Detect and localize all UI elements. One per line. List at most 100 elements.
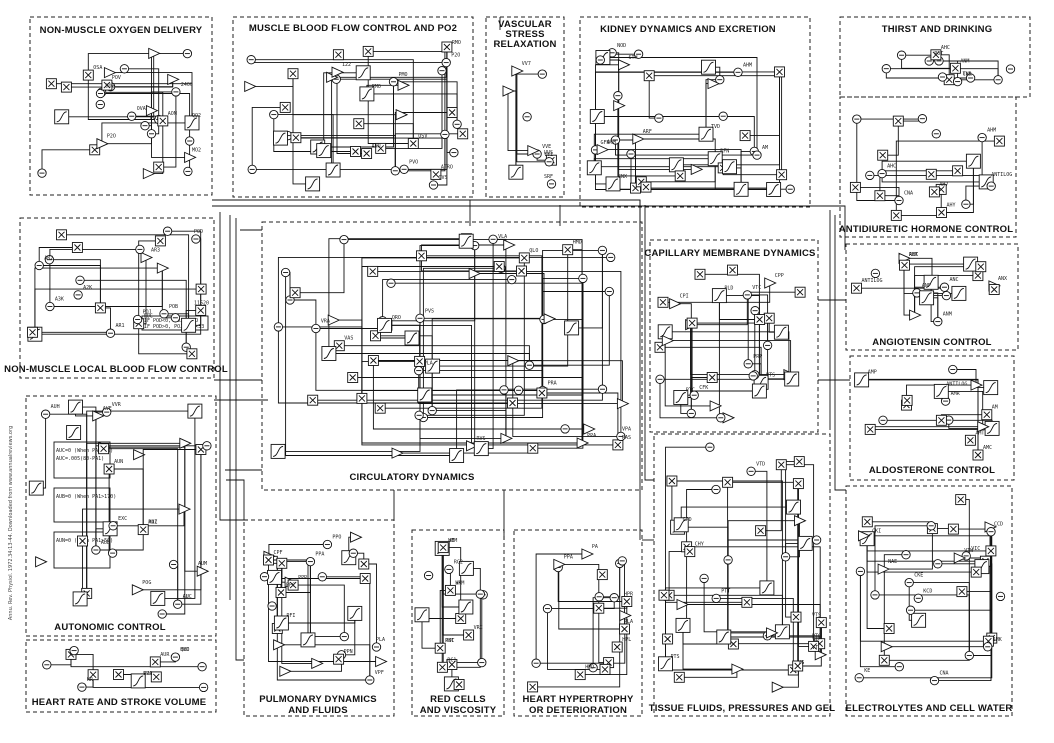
block-label-circulatory-8: QLO: [529, 248, 538, 254]
title-aldosterone: ALDOSTERONE CONTROL: [869, 465, 995, 476]
block-label-tissue-9: PTT: [721, 588, 730, 594]
integrator-oxygen-7: [97, 139, 108, 149]
block-label-capillary-6: CPI: [680, 294, 689, 300]
wire-circulatory-6: [362, 361, 420, 398]
integrator-kidney-0: [614, 101, 625, 111]
wire-autonomic-13: [36, 414, 45, 488]
title-red-cells-1: RED CELLS: [430, 694, 486, 705]
integrator-local-7: [141, 253, 152, 263]
wire-electrolytes-4: [867, 539, 889, 629]
block-label-local-1: AR2: [44, 256, 53, 262]
block-label-pulmonary-6: VPF: [375, 670, 384, 676]
block-label-muscle-5: PVO: [409, 159, 418, 165]
title-electrolytes: ELECTROLYTES AND CELL WATER: [846, 703, 1013, 714]
block-label-kidney-2: RFN: [720, 149, 729, 155]
block-label-electrolytes-0: CKI: [872, 529, 881, 535]
block-label-tissue-4: VG: [798, 660, 804, 666]
wire-electrolytes-16: [961, 500, 970, 656]
block-label-tissue-2: PTS: [671, 654, 680, 660]
block-label-circulatory-9: QRO: [392, 315, 401, 321]
block-label-tissue-8: VTD: [756, 461, 765, 467]
block-label-muscle-9: ANU: [372, 144, 381, 150]
title-hypertrophy-2: OR DETERIORATION: [529, 705, 627, 716]
block-label-adh-1: AHC: [887, 164, 896, 170]
block-label-kidney-1: AHM: [743, 62, 752, 68]
trunk-wire-4: [236, 218, 244, 660]
block-label-heart-3: AUR: [160, 652, 170, 658]
block-label-pulmonary-3: PPO: [332, 535, 341, 541]
wire-tissue-39: [786, 557, 796, 617]
block-label-pulmonary-2: PPC: [286, 583, 295, 589]
wire-circulatory-58: [533, 278, 583, 448]
integrator-pulmonary-28: [274, 640, 285, 650]
block-label-circulatory-2: PVS: [425, 308, 434, 314]
block-label-electrolytes-1: CCD: [994, 522, 1003, 528]
block-label-vascular-2: VV1: [544, 152, 553, 158]
block-label-angiotensin-5: ANTILOG: [862, 278, 883, 284]
wire-autonomic-4: [143, 450, 201, 530]
wire-muscle-24: [293, 74, 313, 184]
block-label-oxygen-9: POV: [112, 75, 121, 81]
block-label-heart-2: HR: [87, 677, 94, 683]
wire-capillary-18: [665, 332, 789, 375]
trunk-wire-8: [835, 215, 846, 490]
integrator-angiotensin-3: [910, 310, 921, 320]
wire-electrolytes-25: [867, 522, 932, 529]
block-label-kidney-7: CNX: [618, 174, 627, 180]
title-pulmonary-2: AND FLUIDS: [288, 705, 348, 716]
block-label-autonomic-7: EXC: [118, 516, 127, 522]
wire-oxygen-21: [159, 92, 176, 167]
block-label-thirst-3: ANM: [960, 58, 969, 64]
block-label-redcells-3: VRC: [474, 625, 483, 631]
integrator-vascular-5: [503, 86, 514, 96]
title-non-muscle-oxygen: NON-MUSCLE OXYGEN DELIVERY: [40, 25, 203, 36]
integrator-autonomic-29: [36, 557, 47, 567]
integrator-circulatory-12: [501, 433, 512, 443]
integrator-capillary-10: [765, 278, 776, 288]
wire-circulatory-11: [362, 398, 618, 445]
wire-hypertrophy-6: [536, 616, 625, 664]
wire-kidney-13: [745, 72, 779, 136]
block-label-angiotensin-6: ANT: [909, 252, 918, 258]
integrator-kidney-28: [619, 60, 630, 70]
wire-pulmonary-27: [322, 577, 370, 680]
wire-circulatory-10: [543, 292, 610, 391]
wire-circulatory-50: [295, 240, 344, 293]
title-pulmonary-1: PULMONARY DYNAMICS: [259, 694, 377, 705]
block-label-kidney-5: ARF: [643, 129, 652, 135]
integrator-autonomic-16: [197, 566, 208, 576]
integrator-kidney-23: [691, 164, 702, 174]
wire-muscle-39: [296, 82, 394, 138]
integrator-tissue-12: [795, 516, 806, 526]
title-capillary: CAPILLARY MEMBRANE DYNAMICS: [644, 248, 815, 259]
block-label-circulatory-7: PPA: [587, 433, 596, 439]
integrator-oxygen-26: [143, 169, 154, 179]
title-vascular-3: RELAXATION: [493, 39, 556, 50]
block-label-angiotensin-3: ANP: [922, 283, 931, 289]
wire-circulatory-68: [572, 250, 603, 328]
wire-oxygen-11: [152, 134, 190, 158]
block-label-circulatory-6: RVS: [477, 436, 486, 442]
block-label-electrolytes-7: CKE: [914, 573, 923, 579]
wire-circulatory-37: [383, 280, 512, 321]
block-label-oxygen-4: POT: [150, 116, 159, 122]
block-label-angiotensin-1: ANM: [943, 312, 952, 318]
block-label-capillary-1: VTC: [752, 285, 761, 291]
wire-capillary-9: [692, 323, 768, 345]
block-label-circulatory-4: VAS: [344, 336, 353, 342]
wire-kidney-3: [596, 72, 780, 150]
block-label-local-6: A3K: [55, 297, 64, 303]
integrator-circulatory-21: [508, 356, 519, 366]
wire-thirst-3: [958, 80, 999, 82]
wire-electrolytes-34: [860, 571, 899, 666]
block-label-autonomic-10: AUZ: [148, 520, 157, 526]
block-label-vascular-4: VVE: [542, 144, 551, 150]
block-label-pulmonary-5: CPF: [274, 550, 283, 556]
wire-muscle-8: [368, 51, 413, 143]
integrator-muscle-35: [245, 81, 256, 91]
wire-pulmonary-22: [310, 562, 344, 637]
block-label-local-2: AR3: [151, 248, 160, 254]
block-label-hypertrophy-2: PPA: [564, 554, 573, 560]
wire-autonomic-21: [162, 443, 185, 614]
panel-titles: NON-MUSCLE OXYGEN DELIVERY MUSCLE BLOOD …: [4, 19, 1013, 716]
